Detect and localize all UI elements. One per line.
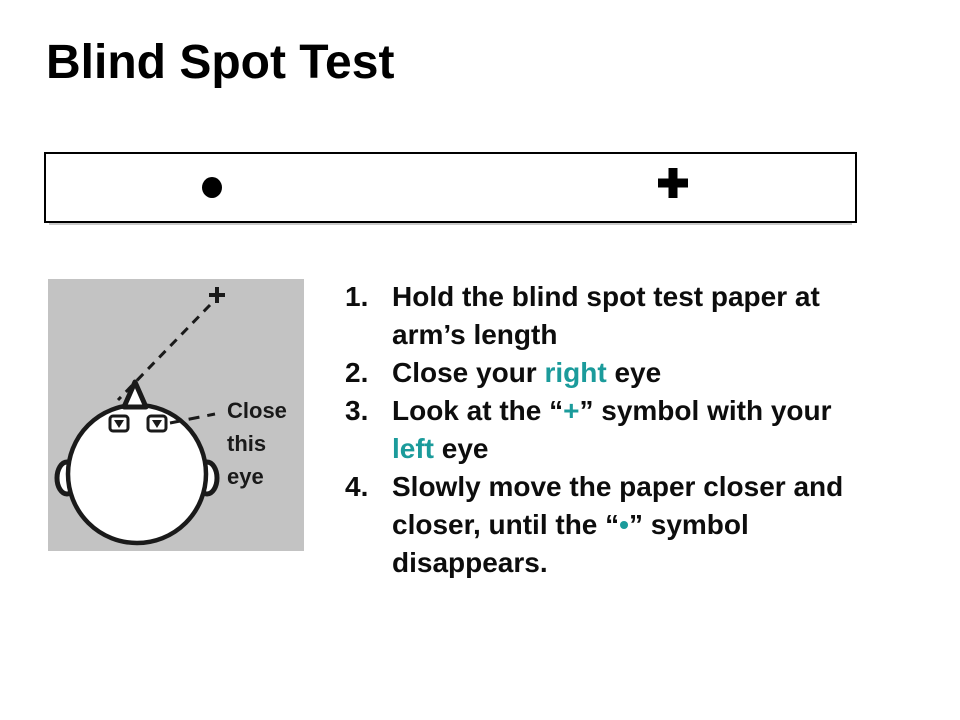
instruction-line: Slowly move the paper closer and — [392, 468, 920, 506]
instruction-text: Slowly move the paper closer and closer, … — [392, 468, 920, 582]
instruction-item-2: 2. Close your right eye — [345, 354, 920, 392]
instruction-line: arm’s length — [392, 316, 920, 354]
accent-word: • — [619, 509, 629, 540]
text-segment: eye — [434, 433, 489, 464]
instruction-item-1: 1. Hold the blind spot test paper at arm’s… — [345, 278, 920, 354]
accent-word: left — [392, 433, 434, 464]
instruction-line: Hold the blind spot test paper at — [392, 278, 920, 316]
instruction-line: disappears. — [392, 544, 920, 582]
instruction-number: 1. — [345, 281, 369, 312]
text-segment: eye — [606, 357, 662, 388]
head-diagram-image: Close this eye — [48, 279, 304, 551]
head-circle — [65, 402, 209, 546]
text-segment: ” symbol — [628, 509, 749, 540]
text-segment: closer, until the “ — [392, 509, 620, 540]
slide-title: Blind Spot Test — [46, 36, 395, 89]
nose — [121, 379, 149, 410]
caption-close: Close — [227, 398, 287, 423]
caption-this: this — [227, 431, 266, 456]
instruction-item-4: 4. Slowly move the paper closer and closer… — [345, 468, 920, 582]
text-segment: disappears. — [392, 547, 548, 578]
instruction-line: Close your right eye — [392, 354, 920, 392]
instruction-line: left eye — [392, 430, 920, 468]
text-segment: Hold the blind spot test paper at — [392, 281, 820, 312]
text-segment: Look at the “ — [392, 395, 564, 426]
right-eye-pupil — [152, 420, 162, 428]
diagram-plus-icon — [209, 287, 225, 303]
caption-eye: eye — [227, 464, 264, 489]
left-eye-pupil — [114, 420, 124, 428]
text-segment: Close your — [392, 357, 545, 388]
plus-symbol — [658, 168, 688, 198]
instruction-text: Close your right eye — [392, 354, 920, 392]
instruction-number: 3. — [345, 395, 369, 426]
text-segment: arm’s length — [392, 319, 558, 350]
instruction-text: Hold the blind spot test paper at arm’s l… — [392, 278, 920, 354]
gaze-dashed-line — [116, 303, 212, 402]
instruction-number: 4. — [345, 471, 369, 502]
dot-symbol — [202, 177, 222, 198]
text-segment: ” symbol with your — [579, 395, 832, 426]
text-segment: Slowly move the paper closer and — [392, 471, 844, 502]
instructions-list: 1. Hold the blind spot test paper at arm’s… — [345, 278, 920, 582]
instruction-number: 2. — [345, 357, 369, 388]
instruction-line: Look at the “+” symbol with your — [392, 392, 920, 430]
caption-pointer-dashed-line — [169, 412, 216, 425]
blind-spot-test-strip — [44, 152, 857, 223]
instruction-line: closer, until the “•” symbol — [392, 506, 920, 544]
accent-word: + — [563, 395, 580, 426]
accent-word: right — [544, 357, 607, 388]
